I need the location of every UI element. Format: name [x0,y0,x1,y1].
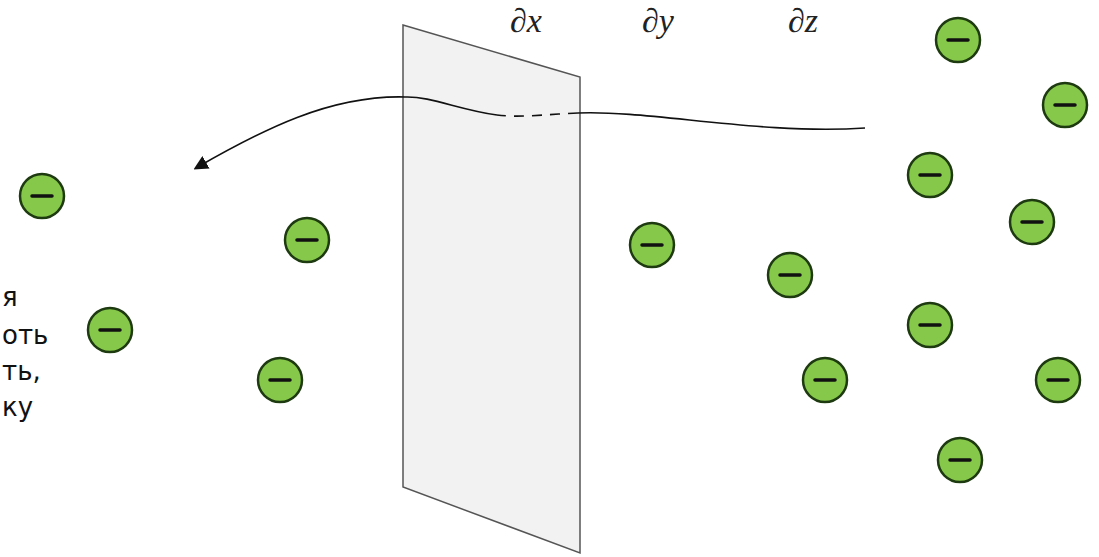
electron [1010,200,1054,244]
electron [768,253,812,297]
minus-sign [297,238,317,242]
minus-sign [100,328,120,332]
electron [938,438,982,482]
minus-sign [1048,378,1068,382]
electron [88,308,132,352]
electron [285,218,329,262]
membrane-plane [403,25,580,553]
electron [936,18,980,62]
electron-circle [803,358,847,402]
minus-sign [948,38,968,42]
minus-sign [920,173,940,177]
electron-circle [1043,83,1087,127]
text-fragment: ть, [2,358,41,384]
flow-arrow [196,97,497,168]
electron-circle [1036,358,1080,402]
partial-derivative: ∂z [788,4,818,38]
electron [1043,83,1087,127]
minus-sign [642,243,662,247]
minus-sign [32,194,52,198]
electron-circle [285,218,329,262]
electron [908,153,952,197]
electron-circle [88,308,132,352]
electron-group [20,18,1087,482]
minus-sign [1022,220,1042,224]
electron-circle [630,223,674,267]
electron [908,303,952,347]
electron-circle [1010,200,1054,244]
electron [630,223,674,267]
flow-path [196,97,865,168]
electron-circle [938,438,982,482]
electron-circle [908,303,952,347]
text-fragment: оть [2,322,48,348]
minus-sign [780,273,800,277]
partial-derivative: ∂y [642,4,674,38]
electron [20,174,64,218]
flow-line-hidden [497,113,578,116]
text-fragment: ку [2,394,33,420]
electron-circle [20,174,64,218]
minus-sign [815,378,835,382]
minus-sign [950,458,970,462]
minus-sign [920,323,940,327]
partial-derivative: ∂x [510,4,542,38]
electron-circle [768,253,812,297]
minus-sign [270,378,290,382]
electron [258,358,302,402]
text-fragment: я [2,284,18,310]
electron-circle [936,18,980,62]
electron-circle [908,153,952,197]
electron-circle [258,358,302,402]
minus-sign [1055,103,1075,107]
electron [803,358,847,402]
electron [1036,358,1080,402]
flow-line [578,113,865,129]
